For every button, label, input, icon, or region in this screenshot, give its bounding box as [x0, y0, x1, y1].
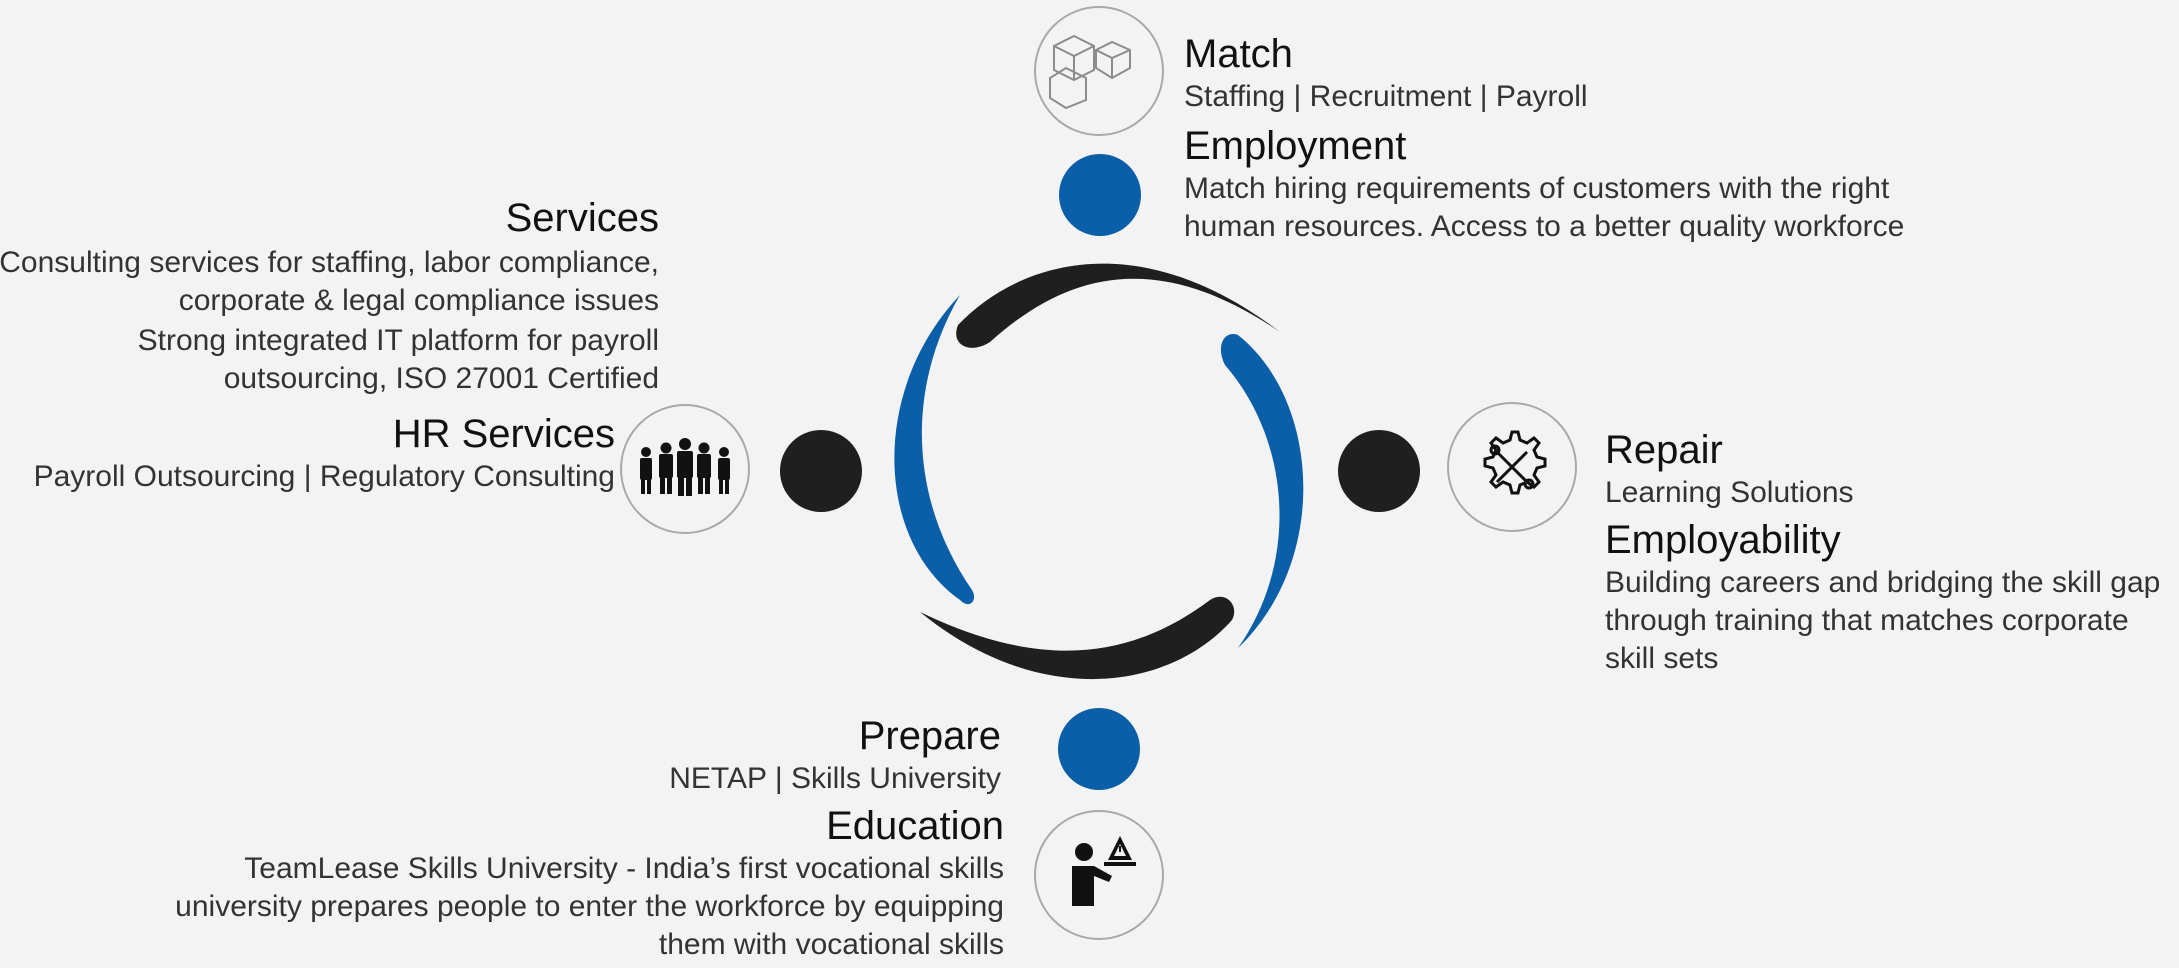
blue-dot-bottom [1058, 708, 1140, 790]
top-text-block: Match Staffing | Recruitment | Payroll E… [1184, 30, 2084, 246]
employability-description: Building careers and bridging the skill … [1605, 566, 2161, 675]
left-hr-block: HR Services Payroll Outsourcing | Regula… [0, 410, 615, 496]
services-line-2: Strong integrated IT platform for payrol… [137, 324, 659, 395]
prepare-subtitle: NETAP | Skills University [669, 762, 1001, 795]
employment-heading: Employment [1184, 124, 1407, 168]
education-heading: Education [826, 804, 1004, 848]
prepare-title: Prepare [858, 714, 1001, 758]
repair-subtitle: Learning Solutions [1605, 476, 1854, 509]
dark-dot-right [1338, 430, 1420, 512]
right-text-block: Repair Learning Solutions Employability … [1605, 426, 2175, 678]
employment-description: Match hiring requirements of customers w… [1184, 172, 1905, 243]
swoosh-bottom [920, 596, 1235, 680]
gear-tools-icon [1447, 402, 1577, 532]
left-services-block: Services Consulting services for staffin… [0, 194, 659, 398]
teacher-icon [1034, 810, 1164, 940]
repair-title: Repair [1605, 428, 1723, 472]
hr-services-subtitle: Payroll Outsourcing | Regulatory Consult… [33, 460, 615, 493]
employability-heading: Employability [1605, 518, 1841, 562]
hr-services-heading: HR Services [392, 412, 615, 456]
swoosh-left [894, 295, 975, 605]
education-description: TeamLease Skills University - India’s fi… [175, 852, 1004, 961]
blue-dot-top [1059, 154, 1141, 236]
services-title: Services [505, 196, 659, 240]
match-subtitle: Staffing | Recruitment | Payroll [1184, 80, 1588, 113]
people-group-icon [620, 404, 750, 534]
match-title: Match [1184, 32, 1293, 76]
bottom-text-block: Prepare NETAP | Skills University Educat… [100, 712, 1004, 964]
swoosh-right [1220, 334, 1304, 648]
swoosh-top [956, 263, 1280, 348]
cubes-icon [1034, 6, 1164, 136]
services-line-1: Consulting services for staffing, labor … [0, 246, 659, 317]
dark-dot-left [780, 430, 862, 512]
